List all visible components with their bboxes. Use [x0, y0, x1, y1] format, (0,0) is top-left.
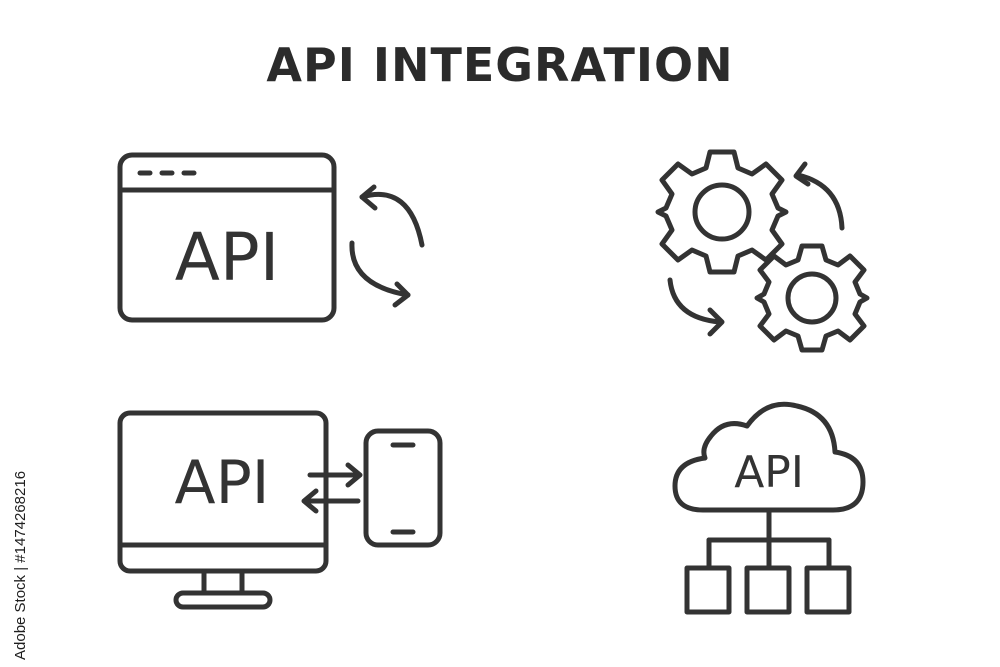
small-gear — [754, 243, 870, 353]
browser-api-sync-icon: API — [117, 152, 425, 323]
gears-process-icon — [655, 149, 870, 353]
node-box-left — [684, 565, 732, 615]
stock-watermark-text: Adobe Stock | #1474268216 — [12, 470, 29, 660]
page-title: API INTEGRATION — [266, 38, 734, 92]
monitor-screen-frame — [117, 410, 329, 574]
browser-api-label: API — [175, 219, 279, 296]
desktop-api-label: API — [175, 448, 270, 518]
browser-window-frame — [117, 152, 337, 323]
phone-frame — [363, 428, 443, 548]
sync-arrow-top — [359, 191, 425, 248]
large-gear — [655, 149, 789, 275]
node-box-right — [804, 565, 852, 615]
cloud-api-label: API — [734, 447, 804, 498]
gear-arrow-top — [795, 172, 845, 231]
cloud-outline — [672, 401, 866, 513]
desktop-phone-api-icon: API — [117, 410, 443, 610]
cloud-api-network-icon: API — [672, 401, 866, 615]
monitor-stand-base — [173, 590, 273, 610]
node-box-center — [744, 565, 792, 615]
gear-arrow-bottom — [667, 277, 723, 325]
sync-arrow-bottom — [349, 240, 411, 298]
